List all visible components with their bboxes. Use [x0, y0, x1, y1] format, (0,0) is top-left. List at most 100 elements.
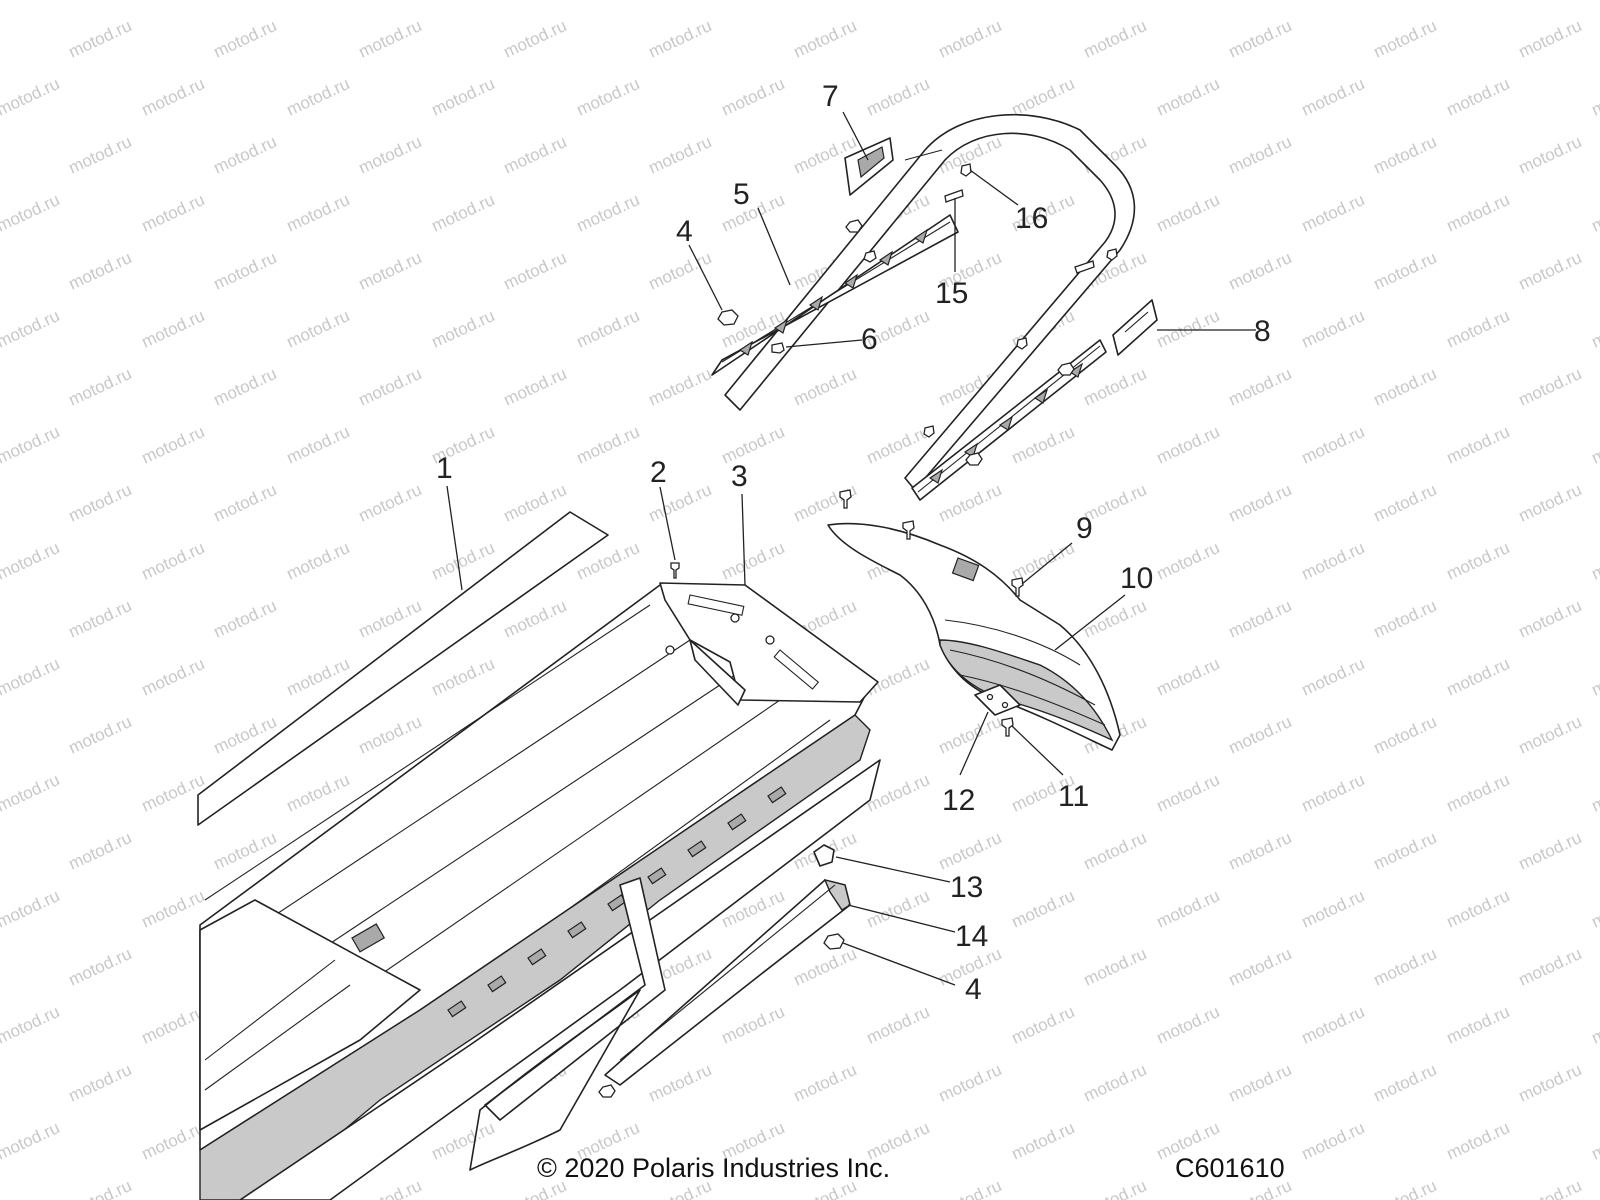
watermark-text: motod.ru — [0, 422, 62, 468]
callout-3: 3 — [731, 460, 748, 493]
tunnel-side-slots — [447, 786, 787, 1018]
watermark-text: motod.ru — [1444, 886, 1513, 932]
callout-16: 16 — [1015, 202, 1048, 235]
watermark-text: motod.ru — [1516, 132, 1585, 178]
watermark-text: motod.ru — [1009, 1002, 1078, 1048]
watermark-text: motod.ru — [1226, 944, 1295, 990]
watermark-text: motod.ru — [66, 596, 135, 642]
watermark-text: motod.ru — [0, 886, 62, 932]
watermark-text: motod.ru — [1154, 422, 1223, 468]
watermark-text: motod.ru — [211, 132, 280, 178]
callout-7: 7 — [822, 80, 839, 113]
watermark-text: motod.ru — [1516, 828, 1585, 874]
callout-6: 6 — [861, 323, 878, 356]
watermark-text: motod.ru — [936, 828, 1005, 874]
watermark-text: motod.ru — [356, 1176, 425, 1200]
watermark-text: motod.ru — [139, 886, 208, 932]
watermark-text: motod.ru — [211, 596, 280, 642]
watermark-text: motod.ru — [0, 1118, 62, 1164]
watermark-text: motod.ru — [1516, 248, 1585, 294]
watermark-text: motod.ru — [139, 654, 208, 700]
watermark-text: motod.ru — [1226, 828, 1295, 874]
watermark-text: motod.ru — [1589, 306, 1600, 352]
copyright-text: © 2020 Polaris Industries Inc. — [537, 1153, 890, 1183]
watermark-text: motod.ru — [574, 74, 643, 120]
watermark-text: motod.ru — [646, 364, 715, 410]
watermark-text: motod.ru — [139, 538, 208, 584]
watermark-text: motod.ru — [356, 364, 425, 410]
watermark-text: motod.ru — [1226, 248, 1295, 294]
watermark-text: motod.ru — [429, 654, 498, 700]
watermark-text: motod.ru — [719, 190, 788, 236]
callout-4-lower: 4 — [965, 973, 982, 1006]
watermark-text: motod.ru — [1589, 538, 1600, 584]
watermark-text: motod.ru — [1444, 770, 1513, 816]
watermark-text: motod.ru — [1081, 16, 1150, 62]
watermark-text: motod.ru — [501, 480, 570, 526]
watermark-text: motod.ru — [1371, 248, 1440, 294]
watermark-text: motod.ru — [66, 16, 135, 62]
watermark-text: motod.ru — [66, 1176, 135, 1200]
part-12-plate — [974, 684, 1021, 716]
watermark-text: motod.ru — [1226, 132, 1295, 178]
watermark-text: motod.ru — [1299, 190, 1368, 236]
watermark-text: motod.ru — [66, 1060, 135, 1106]
watermark-text: motod.ru — [646, 1060, 715, 1106]
part-10-flap — [827, 522, 1121, 751]
callout-labels: 1 2 3 4 5 6 7 8 9 10 11 12 13 14 4 15 16 — [436, 80, 1271, 1006]
watermark-text: motod.ru — [1589, 654, 1600, 700]
callout-10: 10 — [1120, 562, 1153, 595]
watermark-text: motod.ru — [719, 74, 788, 120]
tunnel-chassis — [199, 584, 881, 1200]
leader-lines — [446, 111, 1256, 986]
watermark-text: motod.ru — [1009, 538, 1078, 584]
watermark-text: motod.ru — [0, 306, 62, 352]
watermark-text: motod.ru — [1154, 1002, 1223, 1048]
watermark-text: motod.ru — [1154, 74, 1223, 120]
watermark-text: motod.ru — [719, 538, 788, 584]
watermark-text: motod.ru — [0, 1002, 62, 1048]
callout-12: 12 — [942, 784, 975, 817]
watermark-text: motod.ru — [1226, 712, 1295, 758]
part-13-cap — [813, 844, 835, 867]
watermark-text: motod.ru — [1371, 1060, 1440, 1106]
watermark-text: motod.ru — [791, 16, 860, 62]
watermark-text: motod.ru — [1154, 190, 1223, 236]
watermark-text: motod.ru — [1299, 1002, 1368, 1048]
part-3-bracket — [659, 582, 879, 706]
callout-9: 9 — [1076, 512, 1093, 545]
watermark-text: motod.ru — [791, 1060, 860, 1106]
watermark-text: motod.ru — [791, 944, 860, 990]
watermark-text: motod.ru — [574, 0, 643, 4]
watermark-text: motod.ru — [284, 74, 353, 120]
callout-14: 14 — [955, 920, 988, 953]
part-8-decal — [1112, 299, 1158, 356]
watermark-text: motod.ru — [1226, 16, 1295, 62]
watermark-text: motod.ru — [501, 248, 570, 294]
watermark-text: motod.ru — [139, 422, 208, 468]
watermark-text: motod.ru — [1371, 480, 1440, 526]
watermark-text: motod.ru — [0, 538, 62, 584]
watermark-text: motod.ru — [1589, 0, 1600, 4]
callout-8: 8 — [1254, 315, 1271, 348]
watermark-text: motod.ru — [574, 306, 643, 352]
part-1-panel — [197, 511, 609, 826]
watermark-text: motod.ru — [356, 132, 425, 178]
watermark-text: motod.ru — [139, 74, 208, 120]
watermark-text: motod.ru — [1444, 306, 1513, 352]
watermark-text: motod.ru — [66, 712, 135, 758]
watermark-text: motod.ru — [356, 712, 425, 758]
watermark-text: motod.ru — [1299, 74, 1368, 120]
watermark-text: motod.ru — [1516, 1176, 1585, 1200]
watermark-text: motod.ru — [1444, 74, 1513, 120]
watermark-text: motod.ru — [936, 480, 1005, 526]
watermark-text: motod.ru — [1371, 364, 1440, 410]
watermark-text: motod.ru — [1299, 538, 1368, 584]
callout-2: 2 — [650, 456, 667, 489]
watermark-text: motod.ru — [284, 422, 353, 468]
watermark-text: motod.ru — [211, 364, 280, 410]
right-trim-cutouts — [928, 362, 1084, 484]
part-5-trim — [711, 214, 959, 376]
watermark-text: motod.ru — [211, 480, 280, 526]
